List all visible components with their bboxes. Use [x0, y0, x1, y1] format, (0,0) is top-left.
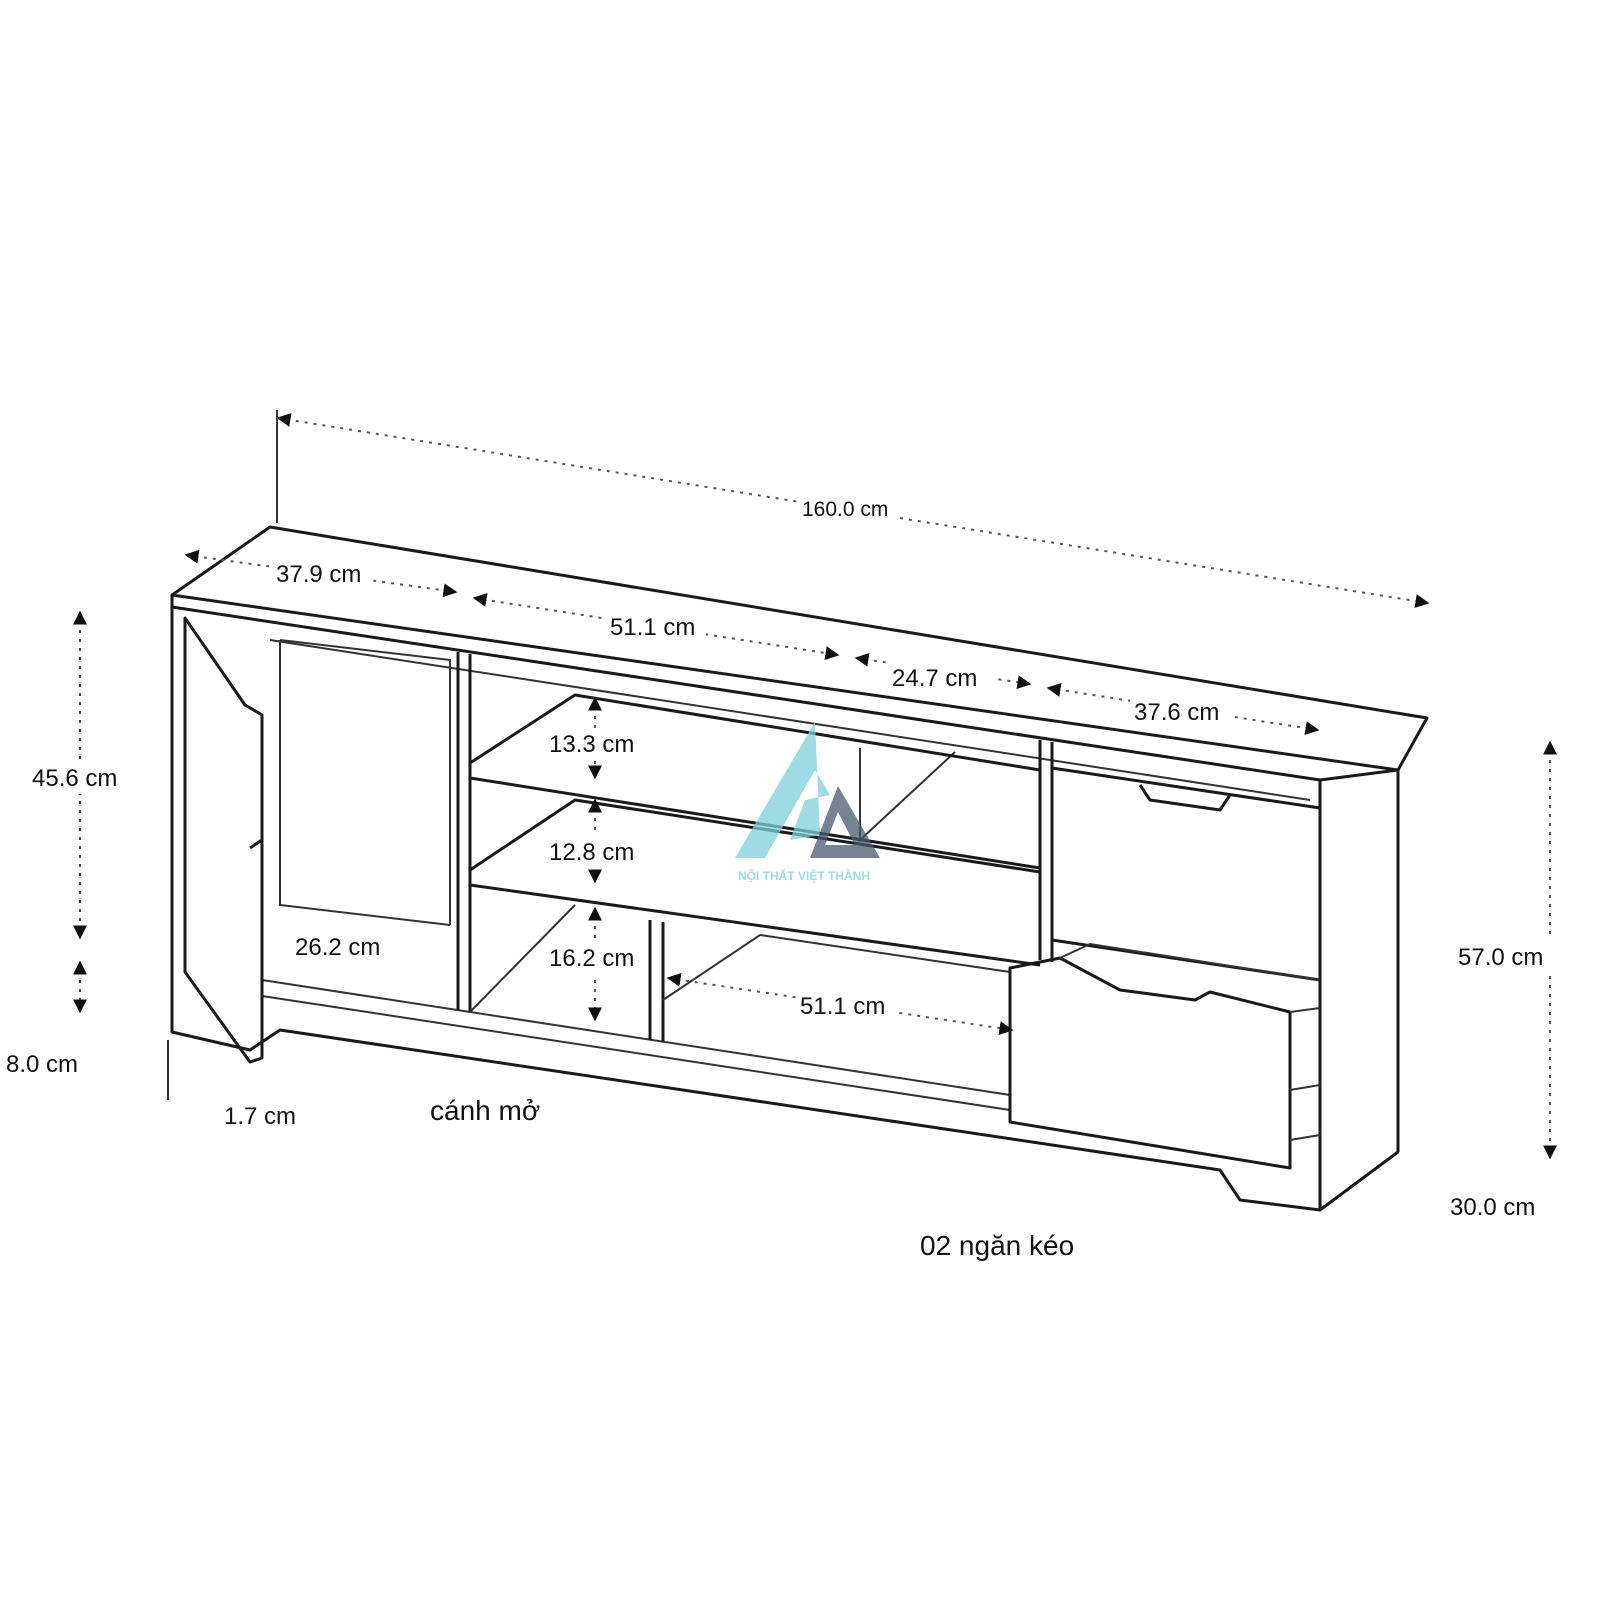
divider-2	[1038, 740, 1054, 962]
back-panel-line	[269, 639, 1311, 801]
logo-mark-dark	[810, 786, 880, 858]
label-drawer-section-width: 37.6 cm	[1134, 699, 1219, 726]
note-two-drawers: 02 ngăn kéo	[920, 1230, 1074, 1261]
dim-line-middle-section	[472, 593, 840, 660]
label-inner-depth: 26.2 cm	[295, 934, 380, 961]
label-body-height: 45.6 cm	[32, 765, 117, 792]
right-side-panel	[1318, 770, 1400, 1212]
upper-drawer	[1051, 766, 1321, 982]
cabinet-top	[170, 525, 1429, 782]
open-door	[183, 616, 264, 1064]
logo-text: NỘI THẤT VIỆT THÀNH	[738, 868, 870, 883]
divider-1	[456, 652, 472, 1012]
tv-cabinet	[170, 525, 1429, 1212]
label-lower-open-width: 51.1 cm	[800, 993, 885, 1020]
lower-drawer-side	[1059, 942, 1321, 1141]
label-panel-thickness: 1.7 cm	[224, 1103, 296, 1130]
dim-line-shelf-section	[854, 652, 1032, 690]
label-door-section-width: 37.9 cm	[276, 561, 361, 588]
divider-3	[648, 920, 665, 1042]
label-total-width: 160.0 cm	[802, 498, 888, 521]
bottom-board	[261, 979, 1011, 1111]
label-base-height: 8.0 cm	[6, 1051, 78, 1078]
label-middle-section-width: 51.1 cm	[610, 614, 695, 641]
lower-drawer	[1008, 956, 1292, 1170]
label-depth: 30.0 cm	[1450, 1194, 1535, 1221]
dimension-labels: 160.0 cm 37.9 cm 51.1 cm 24.7 cm 37.6 cm…	[6, 494, 1564, 1221]
brand-logo: NỘI THẤT VIỆT THÀNH	[735, 722, 880, 883]
note-door-opening: cánh mở	[430, 1095, 540, 1126]
label-shelf-middle-gap: 12.8 cm	[549, 839, 634, 866]
logo-mark-light	[735, 722, 830, 858]
shelf-divider-small	[859, 748, 956, 843]
label-shelf-bottom-gap: 16.2 cm	[549, 945, 634, 972]
label-shelf-top-gap: 13.3 cm	[549, 731, 634, 758]
shelf-upper	[468, 693, 1041, 870]
label-total-height: 57.0 cm	[1458, 944, 1543, 971]
door-cavity	[279, 639, 451, 926]
label-shelf-section-width: 24.7 cm	[892, 665, 977, 692]
shelf-lower	[468, 798, 1041, 967]
cabinet-base	[170, 607, 1321, 1212]
